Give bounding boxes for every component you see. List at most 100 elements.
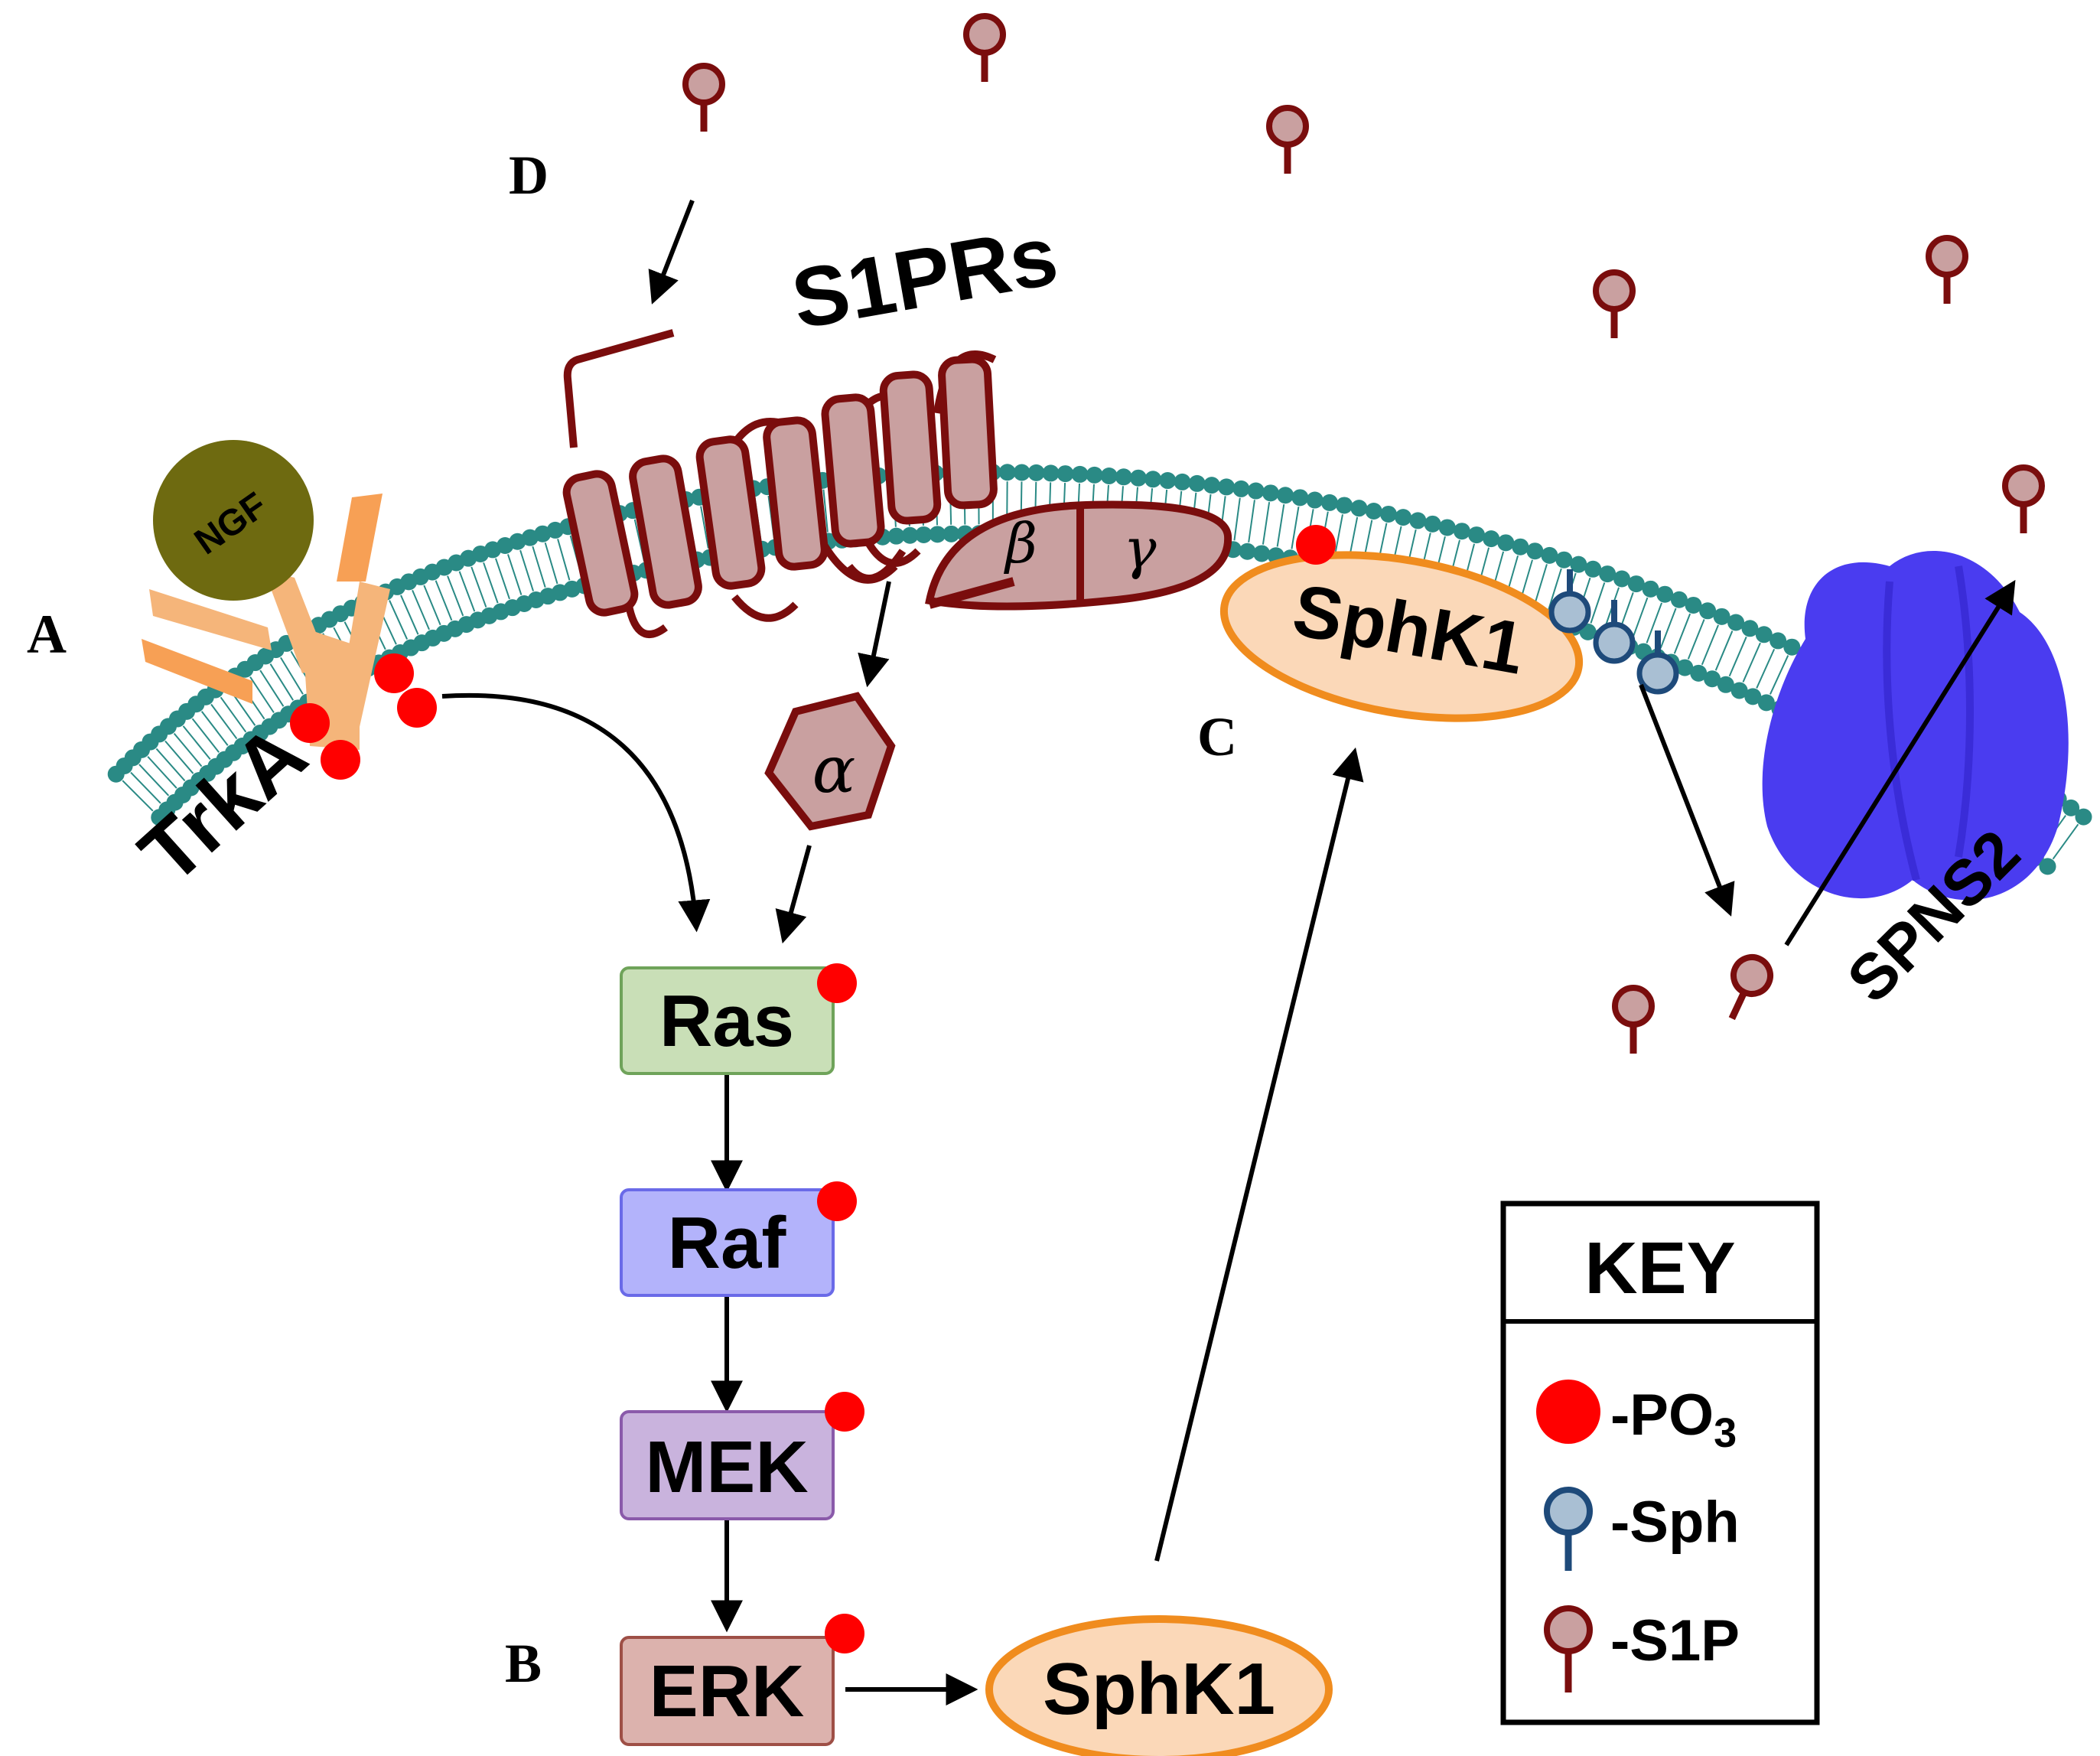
sphk1-cytosolic-label: SphK1 (1043, 1648, 1275, 1730)
lipid-head (1306, 491, 1323, 509)
lipid-head (1218, 478, 1236, 496)
s1pr-helix (821, 393, 885, 548)
lipid-tail (495, 558, 510, 600)
lipid-head (1350, 500, 1368, 517)
sphk1-membrane (1219, 551, 1584, 722)
ras-node: Ras (620, 963, 857, 1075)
lipid-head (1713, 608, 1730, 625)
lipid-tail (1769, 655, 1789, 695)
lipid-head (1129, 469, 1147, 487)
lipid-head (1159, 472, 1177, 490)
lipid-head (1699, 602, 1717, 620)
lipid-head (1277, 487, 1294, 504)
lipid-head (1409, 512, 1427, 529)
mek-node: MEK (620, 1392, 864, 1520)
panel-label-a: A (27, 604, 67, 665)
lipid-head (998, 464, 1016, 481)
lipid-head (1203, 477, 1220, 494)
lipid-head (1100, 468, 1118, 485)
lipid-tail (220, 696, 247, 733)
lipid-head (2063, 799, 2080, 816)
lipid-tail (1333, 514, 1343, 557)
lipid-head (915, 526, 933, 543)
lipid-tail (389, 600, 409, 640)
lipid-head (1239, 542, 1256, 560)
trka-receptor (142, 494, 390, 750)
lipid-head (1057, 465, 1074, 483)
phosphate-icon (1536, 1380, 1600, 1444)
s1p-icon (685, 66, 722, 132)
s1pr-helix (695, 435, 766, 590)
sph-icon (1639, 630, 1676, 692)
lipid-head (1570, 555, 1587, 573)
lipid-tail (447, 575, 464, 617)
lipid-head (1783, 638, 1801, 656)
arrow-s1pr-to-galpha (858, 581, 891, 688)
s1pr-receptor (562, 329, 998, 638)
lipid-head (1526, 542, 1544, 560)
arrow-s1p-to-s1pr (648, 199, 695, 305)
lipid-head (901, 526, 919, 544)
lipid-tail (210, 703, 238, 740)
lipid-tail (1632, 597, 1649, 639)
g-beta-label: β (1003, 511, 1037, 575)
lipid-tail (259, 669, 285, 707)
lipid-head (1379, 505, 1397, 523)
lipid-head (1676, 659, 1694, 676)
g-alpha-label: α (812, 732, 856, 807)
lipid-head (1395, 509, 1412, 526)
s1p-icon (1596, 272, 1633, 338)
lipid-tail (1728, 636, 1747, 677)
lipid-head (1483, 530, 1500, 548)
lipid-tail (557, 539, 571, 581)
erk-label: ERK (650, 1650, 805, 1732)
lipid-tail (1659, 608, 1677, 649)
lipid-tail (1233, 497, 1241, 541)
lipid-tail (507, 554, 523, 595)
lipid-head (1320, 494, 1338, 511)
lipid-head (1690, 664, 1708, 682)
lipid-head (887, 527, 905, 545)
s1p-icon (1544, 1605, 1593, 1692)
lipid-tail (173, 732, 203, 767)
lipid-head (546, 521, 564, 539)
lipid-head (1468, 526, 1486, 544)
spns2-transporter (1762, 551, 2069, 901)
lipid-tail (1590, 582, 1606, 624)
panel-label-c: C (1197, 706, 1237, 767)
lipid-tail (249, 676, 275, 713)
lipid-tail (1276, 503, 1285, 547)
lipid-tail (1673, 613, 1691, 654)
lipid-head (1755, 626, 1773, 643)
lipid-head (1741, 620, 1759, 637)
lipid-head (534, 525, 552, 542)
mek-phosphate (825, 1392, 864, 1432)
lipid-tail (1742, 642, 1761, 683)
lipid-tail (423, 585, 441, 626)
lipid-tail (1548, 568, 1562, 610)
lipid-tail (519, 549, 534, 591)
pathway-arrows (441, 199, 2016, 1706)
g-alpha-subunit (764, 692, 896, 831)
lipid-head (1717, 676, 1734, 693)
lipid-tail (1533, 564, 1548, 606)
lipid-head (1262, 484, 1279, 502)
s1p-icon (2005, 468, 2042, 533)
arrow-spns2-export (1784, 579, 2016, 946)
lipid-tail (400, 595, 419, 635)
lipid-tail (2052, 823, 2079, 860)
erk-node: ERK (620, 1614, 864, 1746)
lipid-tail (458, 571, 476, 612)
lipid-head (1656, 585, 1674, 603)
lipid-tail (1756, 648, 1776, 689)
lipid-head (1497, 534, 1515, 552)
panel-label-b: B (505, 1633, 542, 1694)
g-beta-gamma (925, 500, 1232, 611)
lipid-head (1685, 596, 1702, 614)
lipid-head (1453, 523, 1470, 540)
lipid-tail (1291, 507, 1300, 549)
lipid-tail (269, 663, 294, 701)
lipid-head (2039, 858, 2056, 875)
s1pr-helix (562, 470, 639, 617)
lipid-tail (1262, 502, 1271, 545)
